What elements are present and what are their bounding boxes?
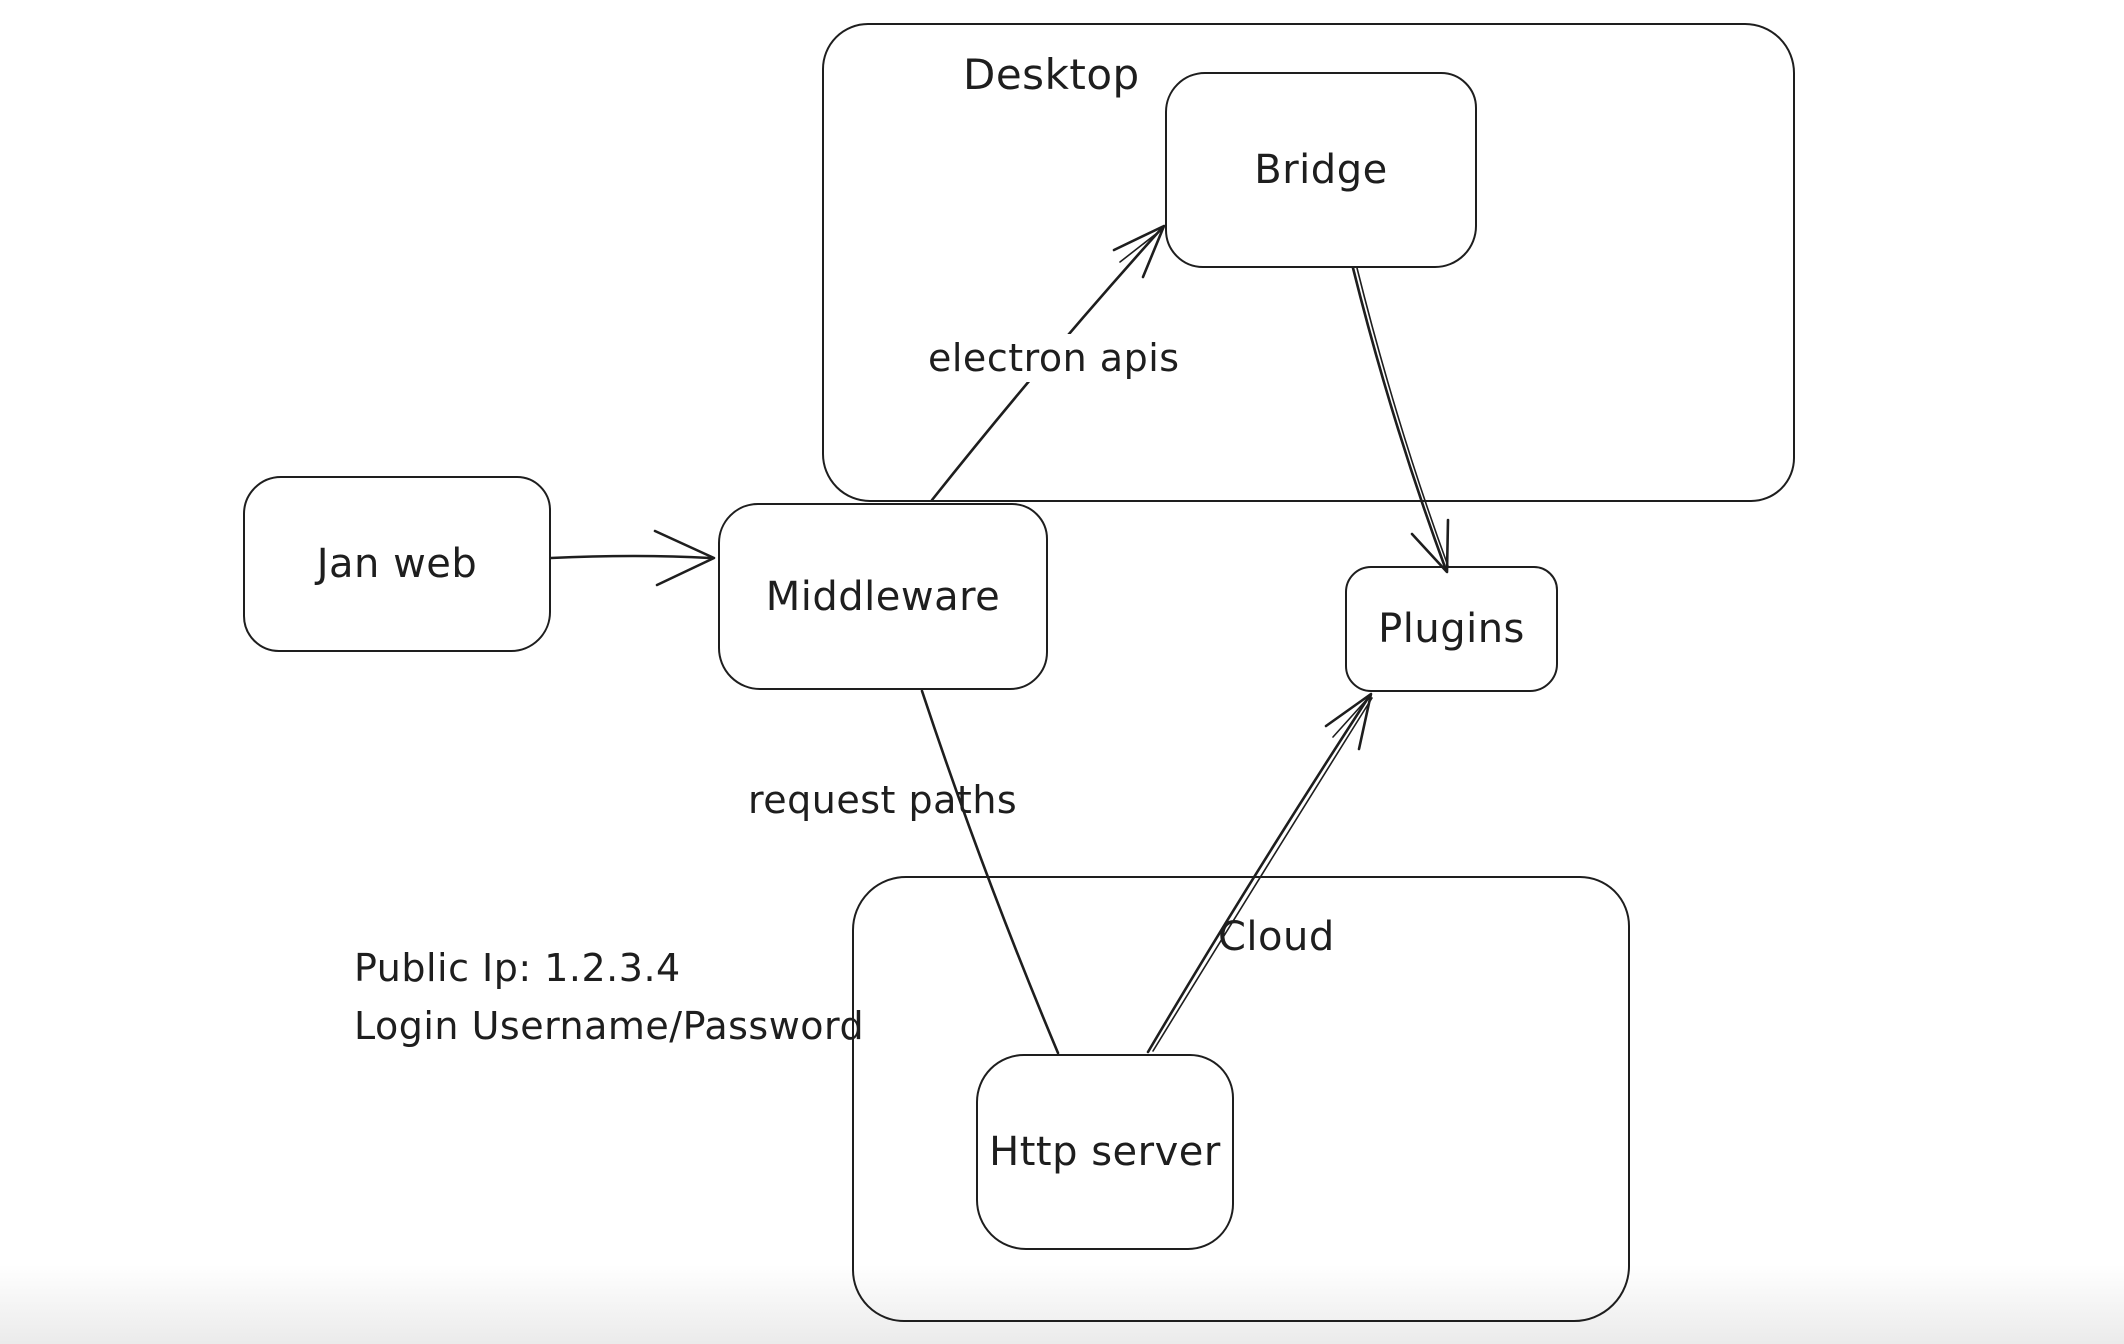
cloud-container-label[interactable]: Cloud <box>1218 914 1335 960</box>
node-middleware[interactable]: Middleware <box>718 503 1048 690</box>
note-public-ip[interactable]: Public Ip: 1.2.3.4 <box>354 946 681 990</box>
arrow-line <box>920 689 1060 1055</box>
note-login-credentials[interactable]: Login Username/Password <box>354 1004 865 1048</box>
arrow-sketch-stroke <box>1356 267 1449 567</box>
node-http-server[interactable]: Http server <box>976 1054 1234 1250</box>
arrow-line <box>1146 693 1372 1054</box>
node-bridge[interactable]: Bridge <box>1165 72 1477 268</box>
arrowhead-icon <box>653 529 716 587</box>
arrowhead-sketch-stroke <box>1119 229 1162 263</box>
arrow-line <box>549 554 712 560</box>
arrow-janweb-to-middleware[interactable] <box>549 529 716 587</box>
cloud-container[interactable] <box>852 876 1630 1322</box>
arrow-line <box>1351 266 1448 572</box>
arrowhead-icon <box>1410 518 1450 574</box>
plugins-label: Plugins <box>1378 606 1525 652</box>
arrowhead-icon <box>1324 692 1373 751</box>
line-middleware-to-http-server[interactable] <box>920 689 1060 1055</box>
http-server-label: Http server <box>989 1129 1221 1175</box>
middleware-label: Middleware <box>765 573 1001 620</box>
bridge-label: Bridge <box>1254 147 1388 193</box>
edge-label-request-paths[interactable]: request paths <box>748 778 1018 822</box>
node-jan-web[interactable]: Jan web <box>243 476 551 652</box>
desktop-container-label[interactable]: Desktop <box>963 50 1140 99</box>
arrow-bridge-to-plugins[interactable] <box>1351 266 1450 574</box>
arrowhead-sketch-stroke <box>1332 696 1370 738</box>
arrowhead-icon <box>1112 224 1166 279</box>
desktop-container[interactable] <box>822 23 1795 502</box>
node-plugins[interactable]: Plugins <box>1345 566 1558 692</box>
jan-web-label: Jan web <box>316 541 478 587</box>
edge-label-electron-apis[interactable]: electron apis <box>920 334 1188 382</box>
